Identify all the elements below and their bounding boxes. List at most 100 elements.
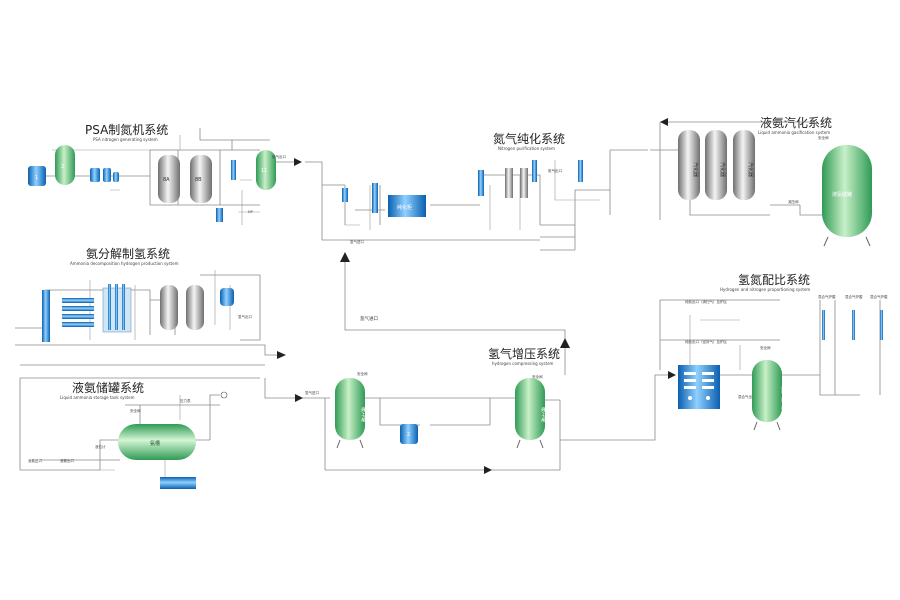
vaporizer-3: 汽化器 bbox=[733, 130, 755, 200]
proportioning-mix-outlet-label: 混合气出口 bbox=[738, 394, 756, 399]
decomposition-dryer-2 bbox=[186, 285, 204, 330]
buffer-tank-2: 缓冲罐 bbox=[515, 378, 547, 449]
compressing-bottom-arrow bbox=[484, 466, 492, 474]
compressing-hydrogen-inlet-label: 氢气进口 bbox=[360, 315, 378, 322]
furnace-2-label: 混合气炉膛 bbox=[845, 294, 863, 299]
compressing-up-arrow-2 bbox=[560, 338, 570, 348]
liquid-ammonia-tank-label: 液氨储罐 bbox=[832, 191, 852, 198]
psa-nitrogen-tank-label: 11 bbox=[261, 168, 267, 174]
psa-to-purification-arrow bbox=[294, 158, 302, 166]
gasification-reducing-label: 减压阀 bbox=[788, 199, 799, 204]
psa-pump-1: 1 bbox=[28, 166, 46, 186]
gasification-return-arrow bbox=[660, 118, 668, 126]
proportioning-subtitle: Hydrogen and nitrogen proportioning syst… bbox=[720, 287, 810, 292]
compressing-up-arrow-1 bbox=[340, 252, 350, 262]
gasification-system: 液氨汽化系统 Liquid ammonia gasification syste… bbox=[650, 115, 872, 247]
psa-nitrogen-outlet-label: 氮气出口 bbox=[272, 154, 286, 159]
furnace-1-label: 混合气炉膛 bbox=[818, 294, 836, 299]
proportioning-flowmeters bbox=[822, 310, 883, 340]
psa-pump-1-label: 1 bbox=[35, 175, 38, 181]
storage-pump-tank bbox=[160, 477, 196, 489]
purification-filter bbox=[342, 188, 348, 202]
purifier-label: 纯化柜 bbox=[397, 204, 412, 211]
ammonia-decomposition-system: 氨分解制氢系统 Ammonia decomposition hydrogen p… bbox=[15, 246, 286, 366]
storage-ammonia-inlet-label: 液氨进口 bbox=[28, 458, 42, 463]
purification-column bbox=[372, 183, 378, 213]
storage-subtitle: Liquid ammonia storage tank system bbox=[60, 395, 135, 400]
storage-pressure-label: 压力表 bbox=[180, 398, 191, 403]
decomposition-subtitle: Ammonia decomposition hydrogen productio… bbox=[70, 261, 179, 266]
gasification-title: 液氨汽化系统 bbox=[760, 115, 832, 130]
compressing-title: 氢气增压系统 bbox=[488, 346, 560, 361]
vaporizer-1-label: 汽化器 bbox=[692, 162, 699, 177]
gasification-safety-label: 安全阀 bbox=[818, 135, 829, 140]
storage-level-gauge-label: 液位计 bbox=[95, 444, 106, 449]
purification-title: 氮气纯化系统 bbox=[493, 131, 565, 146]
psa-air-tank: 2 bbox=[55, 145, 75, 185]
proportioning-outlet-2-label: 纯氮出口（密封气）至炉区 bbox=[685, 339, 727, 344]
decomposition-furnace bbox=[102, 284, 132, 333]
proportioning-title: 氢氮配比系统 bbox=[738, 272, 810, 287]
vaporizer-2: 汽化器 bbox=[705, 130, 727, 200]
decomposition-heat-exchanger bbox=[42, 290, 50, 342]
psa-filter-2 bbox=[103, 168, 111, 182]
purification-dryer-1 bbox=[478, 170, 484, 196]
buffer-tank-1: 缓冲罐 bbox=[335, 378, 367, 449]
psa-nitrogen-tank: 11 bbox=[256, 150, 276, 190]
purification-system: 氮气纯化系统 Nitrogen purification system 纯化柜 … bbox=[305, 131, 648, 251]
storage-title: 液氨储罐系统 bbox=[72, 380, 144, 395]
storage-pressure-gauge bbox=[220, 391, 228, 399]
proportioning-system: 氢氮配比系统 Hydrogen and nitrogen proportioni… bbox=[659, 272, 888, 431]
psa-adsorber-8b: 8B bbox=[190, 155, 212, 203]
ammonia-tank: 氨槽 bbox=[118, 424, 196, 460]
psa-system: PSA制氮机系统 PSA nitrogen generating system … bbox=[28, 122, 302, 225]
psa-np-label: NP bbox=[248, 210, 253, 214]
vaporizer-2-label: 汽化器 bbox=[719, 162, 726, 177]
purification-subtitle: Nitrogen purification system bbox=[498, 146, 555, 151]
purification-nitrogen-outlet-label: 氮气出口 bbox=[548, 168, 562, 173]
ammonia-storage-system: 液氨储罐系统 Liquid ammonia storage tank syste… bbox=[19, 377, 260, 489]
liquid-ammonia-storage-tank: 液氨储罐 bbox=[822, 145, 872, 247]
compressing-in-arrow bbox=[295, 394, 303, 402]
compressing-to-proportion-arrow bbox=[668, 371, 676, 379]
compressing-safety-label-2: 安全阀 bbox=[532, 374, 543, 379]
compressing-subtitle: hydrogen compressing system bbox=[492, 361, 554, 366]
purification-meter bbox=[532, 160, 537, 182]
psa-subtitle: PSA nitrogen generating system bbox=[93, 137, 158, 142]
mixing-buffer-tank: 混合气缓冲罐 bbox=[752, 360, 787, 431]
compressing-system: 氢气增压系统 hydrogen compressing system 氢气进口 … bbox=[264, 252, 676, 474]
decomposition-filter bbox=[220, 288, 234, 306]
purification-dryer-3 bbox=[520, 168, 528, 198]
gasification-subtitle: Liquid ammonia gasification system bbox=[758, 130, 830, 135]
psa-small-tube bbox=[216, 208, 223, 222]
buffer-tank-2-label: 缓冲罐 bbox=[540, 407, 547, 422]
compressing-hydrogen-inlet-2-label: 氢气进口 bbox=[305, 390, 319, 395]
purification-dryer-2 bbox=[505, 168, 513, 198]
compressor-unit: 2 bbox=[400, 424, 418, 444]
decomposition-title: 氨分解制氢系统 bbox=[86, 246, 170, 261]
decomposition-to-compress-arrow bbox=[277, 351, 286, 359]
proportioning-safety-label: 安全阀 bbox=[760, 345, 771, 350]
decomposition-hydrogen-outlet-label: 氢气出口 bbox=[238, 314, 252, 319]
psa-filter-1 bbox=[90, 168, 100, 182]
psa-adsorber-8b-label: 8B bbox=[195, 177, 202, 183]
psa-adsorber-8a: 8A bbox=[158, 155, 180, 203]
decomposition-dryer-1 bbox=[160, 285, 178, 330]
psa-filter-3 bbox=[113, 172, 119, 182]
storage-safety-label: 安全阀 bbox=[130, 408, 141, 413]
psa-air-tank-label: 2 bbox=[61, 164, 64, 170]
purification-outlet-meter bbox=[578, 160, 583, 182]
vaporizer-1: 汽化器 bbox=[678, 130, 700, 200]
mixing-tank-label: 混合气缓冲罐 bbox=[781, 386, 787, 410]
furnace-3-label: 混合气炉膛 bbox=[870, 294, 888, 299]
proportioning-control-cabinet bbox=[678, 365, 720, 409]
decomposition-reactor-tubes bbox=[62, 298, 94, 327]
compressor-unit-label: 2 bbox=[407, 432, 410, 438]
purification-hydrogen-inlet-label: 氢气进口 bbox=[350, 239, 364, 244]
psa-title: PSA制氮机系统 bbox=[85, 122, 168, 137]
proportioning-outlet-1-label: 纯氮出口（清扫气）至炉区 bbox=[685, 299, 727, 304]
purifier-cabinet: 纯化柜 bbox=[388, 195, 426, 217]
psa-adsorber-8a-label: 8A bbox=[163, 177, 170, 183]
vaporizer-3-label: 汽化器 bbox=[747, 162, 754, 177]
